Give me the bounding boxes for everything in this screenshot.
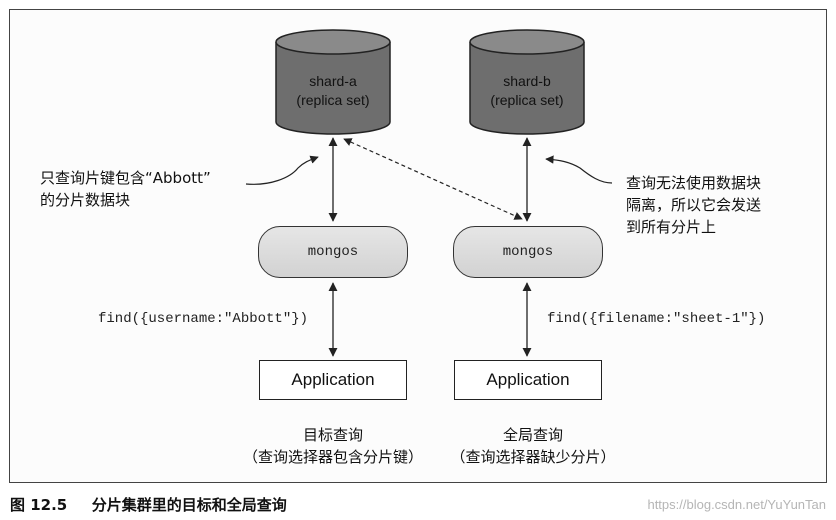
- mongos-right-label: mongos: [502, 244, 554, 260]
- annotation-right: 查询无法使用数据块 隔离，所以它会发送 到所有分片上: [626, 172, 761, 238]
- application-left-label: Application: [291, 370, 375, 389]
- figure-title: 分片集群里的目标和全局查询: [91, 496, 287, 514]
- shard-b-name: shard-b: [503, 73, 551, 89]
- query-right: find({filename:"sheet-1"}): [547, 311, 766, 327]
- shard-b-label: shard-b (replica set): [470, 72, 584, 110]
- mongos-left: mongos: [258, 226, 408, 278]
- annotation-right-line-1: 查询无法使用数据块: [626, 174, 762, 192]
- annotation-right-line-3: 到所有分片上: [626, 218, 717, 236]
- annotation-right-line-2: 隔离，所以它会发送: [626, 196, 762, 214]
- application-box-right: Application: [454, 360, 602, 400]
- shard-a-cylinder: [275, 29, 391, 135]
- application-right-label: Application: [486, 370, 570, 389]
- mongos-right: mongos: [453, 226, 603, 278]
- caption-right-title: 全局查询: [502, 426, 563, 444]
- annotation-left-line-1: 只查询片键包含“Abbott”: [40, 169, 211, 187]
- shard-a-sub: (replica set): [296, 92, 370, 108]
- annotation-left-line-2: 的分片数据块: [40, 191, 131, 209]
- shard-a-name: shard-a: [309, 73, 357, 89]
- arrow-cross-shard-a: [343, 138, 523, 220]
- caption-left: 目标查询 （查询选择器包含分片键）: [223, 424, 443, 468]
- caption-left-sub: （查询选择器包含分片键）: [242, 448, 423, 466]
- caption-right-sub: （查询选择器缺少分片）: [450, 448, 616, 466]
- shard-b-sub: (replica set): [490, 92, 564, 108]
- annotation-leader-left: [245, 155, 319, 185]
- mongos-left-label: mongos: [307, 244, 359, 260]
- figure-number: 图 12.5: [10, 496, 68, 514]
- annotation-leader-right: [545, 155, 613, 184]
- shard-b-cylinder: [469, 29, 585, 135]
- application-box-left: Application: [259, 360, 407, 400]
- shard-a-label: shard-a (replica set): [276, 72, 390, 110]
- caption-left-title: 目标查询: [302, 426, 363, 444]
- caption-right: 全局查询 （查询选择器缺少分片）: [423, 424, 643, 468]
- figure-caption: 图 12.5 分片集群里的目标和全局查询: [10, 494, 287, 515]
- watermark: https://blog.csdn.net/YuYunTan: [647, 497, 826, 512]
- annotation-left: 只查询片键包含“Abbott” 的分片数据块: [40, 167, 211, 211]
- query-left: find({username:"Abbott"}): [98, 311, 309, 327]
- diagram-frame: [9, 9, 827, 483]
